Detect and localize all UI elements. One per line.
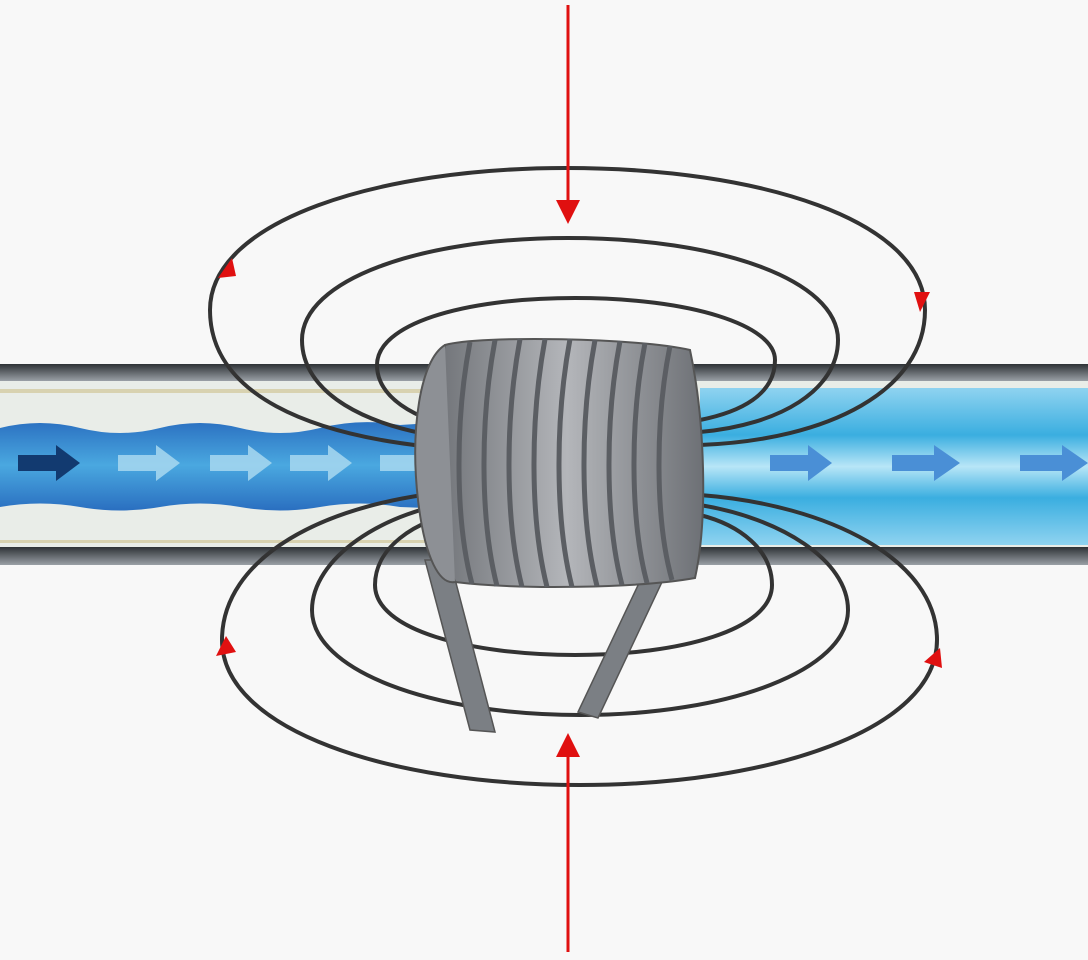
arrowhead-icon (218, 258, 236, 278)
flow-arrow-icon (1020, 445, 1088, 481)
flow-arrow-icon (210, 445, 272, 481)
flow-arrow-icon (892, 445, 960, 481)
arrowhead-icon (914, 292, 930, 312)
field-line-top-outer (207, 165, 928, 452)
solenoid-coil (414, 338, 705, 733)
field-direction-arrows (216, 5, 942, 952)
flow-arrow-icon (290, 445, 352, 481)
flow-arrow-icon (18, 445, 80, 481)
field-line-bottom-outer (219, 488, 940, 788)
coil-windings (456, 338, 675, 588)
arrowhead-icon (924, 648, 942, 668)
field-line-bottom-inner (372, 508, 775, 658)
arrowhead-icon (216, 636, 236, 656)
field-line-bottom-middle (309, 498, 851, 718)
field-line-top-middle (299, 235, 841, 442)
flow-arrow-icon (118, 445, 180, 481)
magnetic-field-lines (207, 165, 940, 788)
field-line-top-inner (374, 295, 778, 432)
flow-arrow-icon (770, 445, 832, 481)
